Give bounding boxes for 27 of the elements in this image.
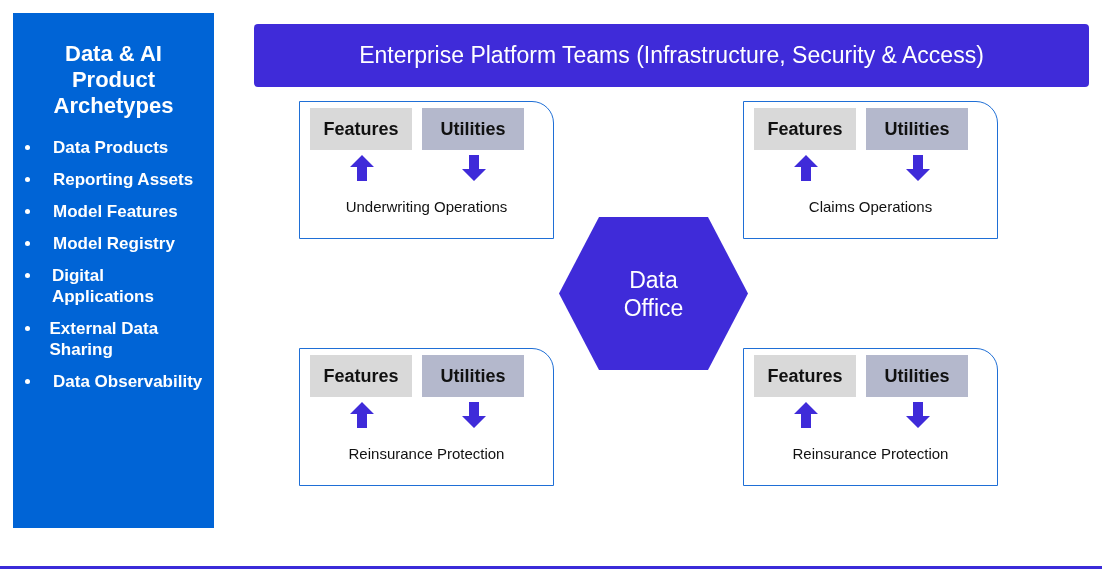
data-office-hexagon: Data Office <box>559 217 748 370</box>
utilities-box: Utilities <box>422 355 524 397</box>
operations-label: Underwriting Operations <box>345 197 508 217</box>
utilities-box: Utilities <box>422 108 524 150</box>
operations-label: Claims Operations <box>808 197 933 217</box>
operations-box <box>743 348 998 486</box>
operations-label: Reinsurance Protection <box>792 444 949 464</box>
utilities-box: Utilities <box>866 108 968 150</box>
operations-box <box>299 348 554 486</box>
archetype-item: Reporting Assets <box>53 169 194 190</box>
operations-box <box>299 101 554 239</box>
features-box: Features <box>754 355 856 397</box>
utilities-box: Utilities <box>866 355 968 397</box>
platform-banner: Enterprise Platform Teams (Infrastructure, Security & Access) <box>254 24 1089 87</box>
operations-label: Reinsurance Protection <box>348 444 505 464</box>
archetype-item: Data Observability <box>53 371 203 392</box>
archetype-item: Digital Applications <box>51 265 155 307</box>
features-box: Features <box>754 108 856 150</box>
features-box: Features <box>310 355 412 397</box>
panel-heading: Data & AI Product Archetypes <box>52 41 175 119</box>
archetypes-panel <box>13 13 214 528</box>
archetype-item: Data Products <box>53 137 169 158</box>
archetype-item: External Data Sharing <box>49 318 160 360</box>
operations-box <box>743 101 998 239</box>
archetype-item: Model Registry <box>53 233 175 254</box>
features-box: Features <box>310 108 412 150</box>
archetype-item: Model Features <box>53 201 178 222</box>
